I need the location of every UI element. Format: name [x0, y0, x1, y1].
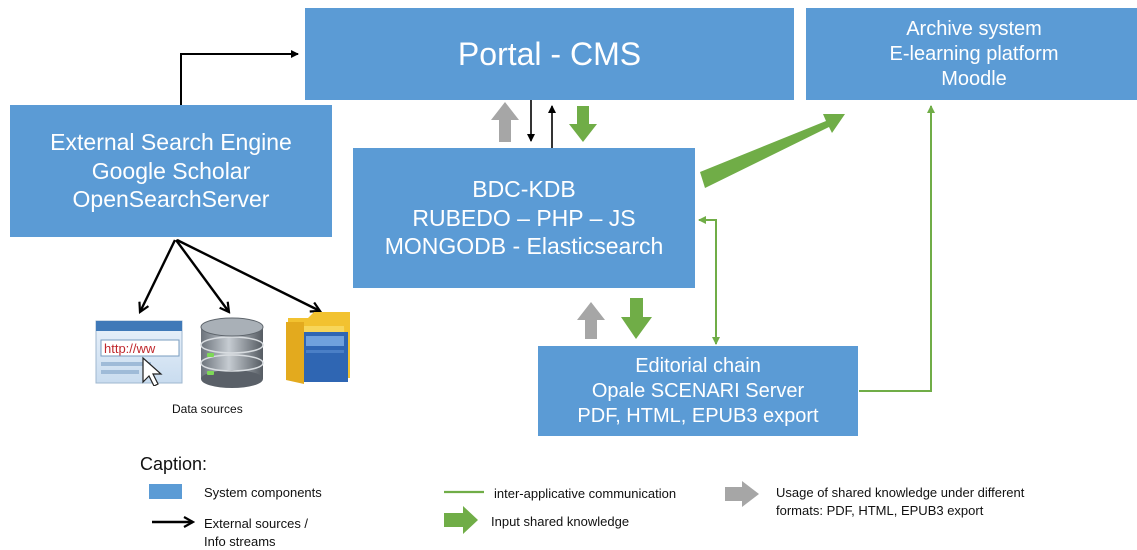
legend-label-usage: Usage of shared knowledge under differen…: [776, 484, 1024, 519]
portal-cms-box: Portal - CMS: [305, 8, 794, 100]
legend-label-usage-line-1: Usage of shared knowledge under differen…: [776, 485, 1025, 500]
folder-icon: [286, 312, 350, 384]
legend-label-external-line-1: External sources /: [204, 516, 309, 531]
legend-swatch-components: [149, 484, 182, 499]
archive-line-3: Moodle: [941, 67, 1007, 90]
legend-green-arrow: [444, 506, 478, 534]
legend-label-components: System components: [204, 485, 322, 500]
external-search-engine-box: External Search Engine Google Scholar Op…: [10, 105, 332, 237]
web-browser-url-icon: http://ww: [95, 320, 183, 386]
archive-system-box: Archive system E-learning platform Moodl…: [806, 8, 1137, 100]
portal-cms-title: Portal - CMS: [457, 36, 642, 72]
green-down-arrow-portal: [569, 106, 597, 142]
legend-label-external-line-2: Info streams: [204, 533, 276, 549]
search-to-source-browser-arrow: [140, 239, 177, 312]
editorial-line-2: Opale SCENARI Server: [591, 379, 805, 402]
search-line-2: Google Scholar: [91, 157, 251, 184]
editorial-line-3: PDF, HTML, EPUB3 export: [577, 404, 819, 427]
search-line-1: External Search Engine: [50, 128, 292, 155]
interapp-link-editorial-archive: [859, 105, 935, 392]
bdc-line-2: RUBEDO – PHP – JS: [412, 204, 636, 231]
editorial-line-1: Editorial chain: [635, 354, 761, 377]
legend-label-external: External sources / Info streams: [204, 515, 308, 550]
database-icon: [200, 317, 264, 388]
bdc-kdb-box: BDC-KDB RUBEDO – PHP – JS MONGODB - Elas…: [353, 148, 695, 288]
caption-title: Caption:: [140, 454, 208, 474]
legend-label-usage-line-2: formats: PDF, HTML, EPUB3 export: [776, 502, 984, 518]
bdc-line-3: MONGODB - Elasticsearch: [384, 233, 664, 260]
bdc-line-1: BDC-KDB: [472, 175, 576, 202]
legend-label-interapp: inter-applicative communication: [494, 486, 677, 501]
grey-up-arrow-portal: [491, 102, 519, 142]
interapp-link-bdc-editorial: [698, 216, 720, 345]
search-line-3: OpenSearchServer: [72, 186, 270, 213]
archive-line-2: E-learning platform: [889, 42, 1059, 65]
green-arrow-to-archive: [700, 114, 845, 188]
legend-label-input: Input shared knowledge: [491, 514, 630, 529]
green-down-arrow-editorial: [621, 298, 652, 339]
editorial-chain-box: Editorial chain Opale SCENARI Server PDF…: [538, 346, 858, 436]
archive-line-1: Archive system: [906, 17, 1042, 40]
svg-text:http://ww: http://ww: [104, 341, 156, 356]
data-sources-label: Data sources: [172, 402, 243, 416]
grey-up-arrow-editorial: [577, 302, 605, 339]
legend-grey-arrow: [725, 481, 759, 507]
search-to-source-database-arrow: [175, 239, 229, 312]
search-to-portal-arrow: [180, 50, 299, 105]
search-to-source-folder-arrow: [176, 238, 320, 311]
